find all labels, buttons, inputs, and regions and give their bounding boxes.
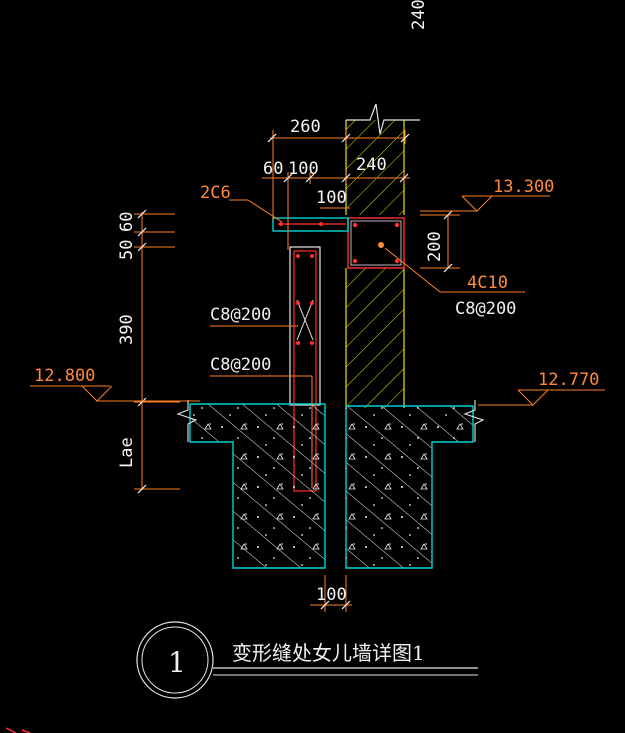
- rebar-label-c8-upper: C8@200: [210, 305, 271, 325]
- dim-100-bottom: 100: [316, 585, 347, 605]
- dim-60: 60: [263, 159, 283, 179]
- rebar-label-c8-beam: C8@200: [455, 299, 516, 319]
- dim-100-top: 100: [288, 159, 319, 179]
- dim-lae-vertical: Lae: [117, 437, 137, 468]
- elevation-marker-left: [30, 385, 200, 402]
- right-break-line: [463, 400, 485, 442]
- rebar-label-c8-lower: C8@200: [210, 355, 271, 375]
- dim-200-vertical: 200: [425, 231, 445, 262]
- title-text: 变形缝处女儿墙详图1: [232, 641, 425, 665]
- dim-100-slab: 100: [316, 188, 347, 208]
- dim-390-vertical: 390: [117, 314, 137, 345]
- elevation-right-label: 12.770: [538, 370, 599, 390]
- rebar-label-2c6: 2C6: [200, 183, 231, 203]
- dim-top-240: 240: [409, 0, 429, 30]
- corner-marker-icon: [5, 727, 31, 733]
- break-line: [346, 103, 420, 135]
- dimension-lines: [134, 130, 525, 612]
- elevation-marker-top: [420, 195, 550, 212]
- title-block: 1 变形缝处女儿墙详图1: [136, 621, 478, 699]
- elevation-top-label: 13.300: [493, 177, 554, 197]
- left-break-line: [176, 400, 198, 442]
- dim-260: 260: [290, 117, 321, 137]
- cantilever-slab: [272, 217, 349, 232]
- elevation-marker-right: [478, 389, 605, 406]
- dim-240: 240: [356, 155, 387, 175]
- title-number: 1: [168, 646, 186, 679]
- masonry-wall: [345, 103, 420, 408]
- concrete-base-left: [189, 403, 326, 569]
- ring-beam: [347, 217, 405, 269]
- dimension-ticks: [137, 133, 453, 610]
- dim-50-vertical: 50: [117, 240, 137, 260]
- elevation-left-label: 12.800: [34, 366, 95, 386]
- concrete-base-right: [345, 405, 474, 569]
- rebar-label-4c10: 4C10: [467, 273, 508, 293]
- dim-60-vertical: 60: [117, 212, 137, 232]
